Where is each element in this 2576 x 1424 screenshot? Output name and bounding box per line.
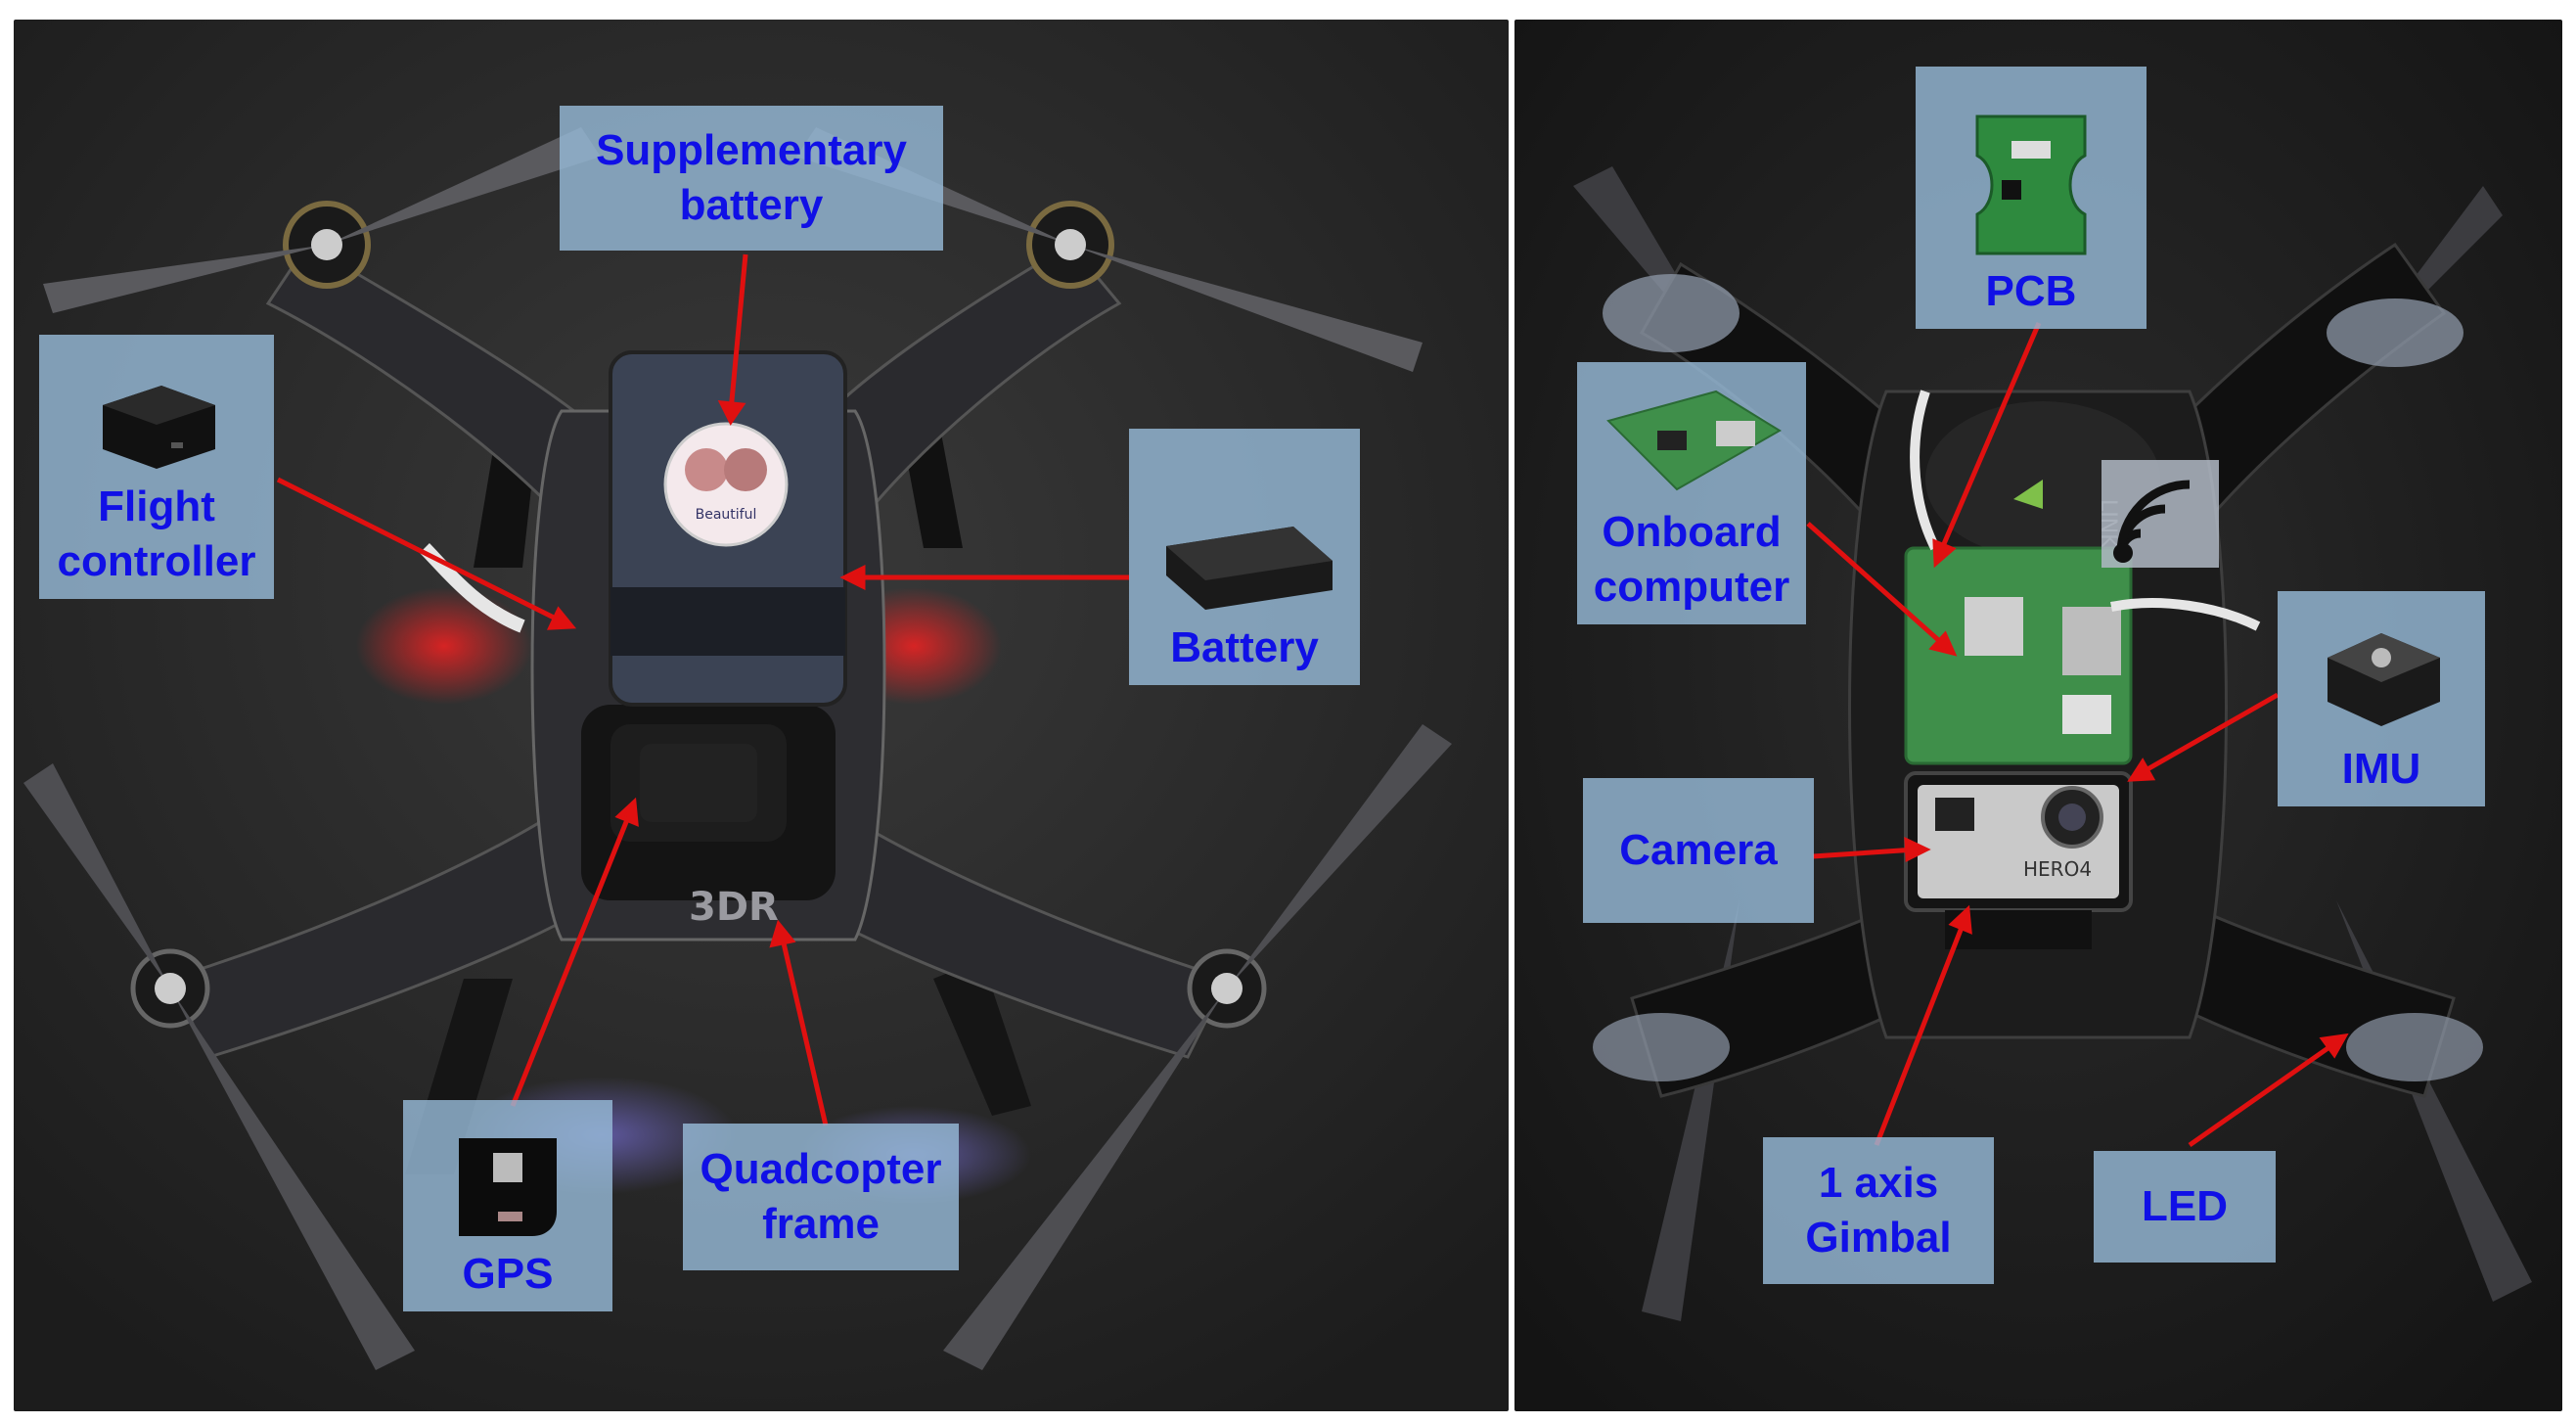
flight-controller-icon [103, 386, 215, 469]
left-photo-panel: Beautiful 3DR Supplementary battery [14, 20, 1509, 1411]
flight-controller-label: Flight controller [39, 335, 274, 599]
imu-label: IMU [2278, 591, 2485, 806]
supplementary-battery-label: Supplementary battery [560, 106, 943, 251]
pcb-label: PCB [1916, 67, 2147, 329]
supplementary-battery-line-2: battery [679, 181, 824, 229]
right-arrows [1806, 322, 2349, 1148]
right-photo-panel: LINK HERO4 [1514, 20, 2562, 1411]
onboard-computer-icon [1606, 390, 1782, 491]
sticker-text: Beautiful [696, 507, 757, 523]
gps-line-1: GPS [462, 1250, 554, 1298]
onboard-computer-label: Onboard computer [1577, 362, 1806, 624]
left-arrows [276, 253, 1129, 1126]
battery-icon [1166, 527, 1333, 610]
supplementary-battery-line-1: Supplementary [596, 126, 907, 174]
battery-line-1: Battery [1170, 623, 1319, 671]
flight-controller-line-2: controller [57, 537, 256, 585]
led-label: LED [2094, 1151, 2276, 1263]
right-drone-photo: LINK HERO4 [1514, 20, 2562, 1411]
quadcopter-frame-label: Quadcopter frame [683, 1124, 959, 1270]
gimbal-line-2: Gimbal [1805, 1214, 1952, 1262]
imu-line-1: IMU [2341, 745, 2421, 793]
gimbal-line-1: 1 axis [1818, 1159, 1939, 1207]
gps-label: GPS [403, 1100, 612, 1311]
imu-icon [2327, 633, 2440, 726]
camera-line-1: Camera [1619, 826, 1778, 874]
flight-controller-line-1: Flight [98, 482, 215, 530]
gps-icon [459, 1138, 557, 1236]
quadcopter-frame-line-2: frame [762, 1200, 880, 1248]
gimbal-label: 1 axis Gimbal [1763, 1137, 1994, 1284]
onboard-computer-line-2: computer [1593, 563, 1790, 611]
pcb-icon [1975, 115, 2087, 255]
camera-model-text: HERO4 [2023, 857, 2092, 881]
quadcopter-frame-line-1: Quadcopter [700, 1145, 942, 1193]
camera-label: Camera [1583, 778, 1814, 923]
pcb-line-1: PCB [1985, 267, 2077, 315]
onboard-computer-line-1: Onboard [1602, 508, 1782, 556]
frame-logo-text: 3DR [689, 885, 779, 930]
led-line-1: LED [2142, 1182, 2228, 1230]
battery-label: Battery [1129, 429, 1360, 685]
